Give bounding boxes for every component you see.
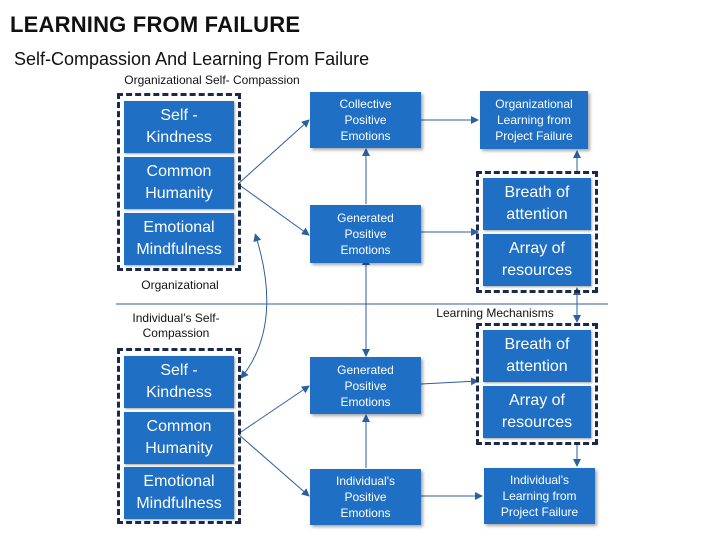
bottom-array-of-resources-text: Array of resources — [501, 392, 573, 431]
org-self-compassion-label: Organizational Self- Compassion — [124, 73, 300, 87]
page-title: LEARNING FROM FAILURE — [10, 12, 301, 37]
ind-emotional-mindfulness-text: Emotional Mindfulness — [136, 473, 222, 512]
page-subtitle: Self-Compassion And Learning From Failur… — [14, 49, 370, 69]
arrow-ind-to-positive — [237, 433, 310, 497]
bottom-array-of-resources-box: Array of resources — [483, 386, 591, 438]
org-common-humanity-text: Common Humanity — [145, 163, 213, 202]
org-common-humanity-box: Common Humanity — [124, 157, 234, 209]
individuals-positive-emotions-box: Individual's Positive Emotions — [310, 469, 421, 525]
arrow-group-link — [240, 233, 268, 379]
collective-positive-emotions-text: Collective Positive Emotions — [339, 97, 392, 143]
top-array-of-resources-box: Array of resources — [483, 234, 591, 286]
org-generated-positive-emotions-text: Generated Positive Emotions — [337, 211, 394, 257]
individual-self-compassion-label: Individual’s Self- Compassion — [132, 311, 220, 340]
ind-generated-positive-emotions-text: Generated Positive Emotions — [337, 362, 394, 409]
bottom-breath-of-attention-box: Breath of attention — [483, 330, 591, 382]
individuals-learning-box: Individual's Learning from Project Failu… — [484, 468, 595, 524]
mechanisms-bottom-group — [476, 323, 598, 445]
ind-self-compassion-group — [117, 348, 241, 524]
bottom-breath-of-attention-text: Breath of attention — [504, 336, 570, 375]
mechanisms-top-group — [476, 171, 598, 293]
org-generated-positive-emotions-box: Generated Positive Emotions — [310, 205, 421, 263]
top-breath-of-attention-text: Breath of attention — [504, 184, 570, 223]
org-emotional-mindfulness-box: Emotional Mindfulness — [124, 213, 234, 265]
ind-common-humanity-box: Common Humanity — [124, 412, 234, 464]
individuals-positive-emotions-text: Individual's Positive Emotions — [336, 474, 395, 520]
individuals-learning-text: Individual's Learning from Project Failu… — [500, 473, 579, 519]
ind-self-kindness-box: Self - Kindness — [124, 356, 234, 408]
ind-common-humanity-text: Common Humanity — [145, 418, 213, 457]
collective-positive-emotions-box: Collective Positive Emotions — [310, 92, 421, 148]
arrow-org-to-generated — [237, 183, 310, 236]
org-emotional-mindfulness-text: Emotional Mindfulness — [136, 219, 222, 258]
arrow-ind-to-generated — [237, 385, 310, 435]
top-breath-of-attention-box: Breath of attention — [483, 178, 591, 230]
org-self-kindness-box: Self - Kindness — [124, 101, 234, 153]
top-array-of-resources-text: Array of resources — [501, 240, 573, 279]
ind-self-kindness-text: Self - Kindness — [146, 362, 212, 401]
organizational-label: Organizational — [141, 278, 219, 292]
ind-generated-positive-emotions-box: Generated Positive Emotions — [310, 357, 421, 414]
org-self-compassion-group — [117, 93, 241, 271]
org-self-kindness-text: Self - Kindness — [146, 107, 212, 146]
ind-emotional-mindfulness-box: Emotional Mindfulness — [124, 467, 234, 519]
learning-mechanisms-label: Learning Mechanisms — [436, 306, 554, 320]
arrow-ind-generated-to-mechanisms — [420, 377, 479, 386]
organizational-learning-box: Organizational Learning from Project Fai… — [480, 91, 588, 149]
arrow-org-to-collective — [237, 119, 310, 185]
organizational-learning-text: Organizational Learning from Project Fai… — [495, 97, 573, 143]
